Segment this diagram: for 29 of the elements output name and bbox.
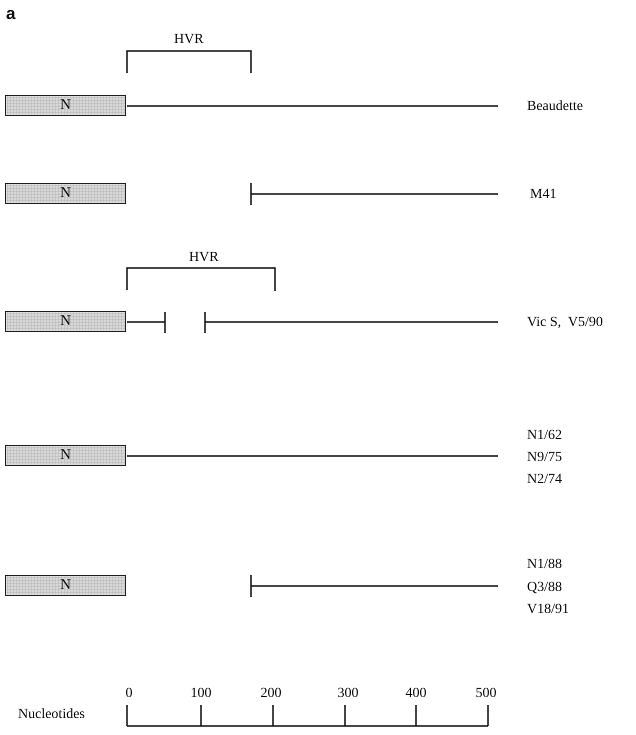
panel-letter: a <box>6 6 16 22</box>
gene-box <box>5 183 126 204</box>
strain-label: Beaudette <box>527 99 583 115</box>
gene-label: N <box>60 448 71 463</box>
tick-label: 0 <box>126 686 132 702</box>
strain-label: M41 <box>530 187 556 203</box>
tick-label: 500 <box>476 686 496 702</box>
gene-box <box>5 311 126 332</box>
gene-label: N <box>60 186 71 201</box>
region-label: HVR <box>174 32 204 48</box>
strain-label: N9/75 <box>527 450 562 466</box>
tick-label: 400 <box>406 686 426 702</box>
region-label: HVR <box>189 250 219 266</box>
gene-label: N <box>60 314 71 329</box>
strain-label: N2/74 <box>527 472 562 488</box>
strain-label: N1/88 <box>527 557 562 573</box>
strain-label: N1/62 <box>527 428 562 444</box>
tick-label: 300 <box>338 686 358 702</box>
strain-label: V18/91 <box>527 602 569 618</box>
axis-title: Nucleotides <box>18 707 85 723</box>
gene-box <box>5 95 126 116</box>
strain-label: Vic S, V5/90 <box>527 315 603 331</box>
tick-label: 200 <box>260 686 282 702</box>
gene-box <box>5 445 126 466</box>
strain-label: Q3/88 <box>527 580 562 596</box>
gene-label: N <box>60 98 71 113</box>
tick-label: 100 <box>190 686 212 702</box>
gene-label: N <box>60 578 71 593</box>
gene-box <box>5 575 126 596</box>
